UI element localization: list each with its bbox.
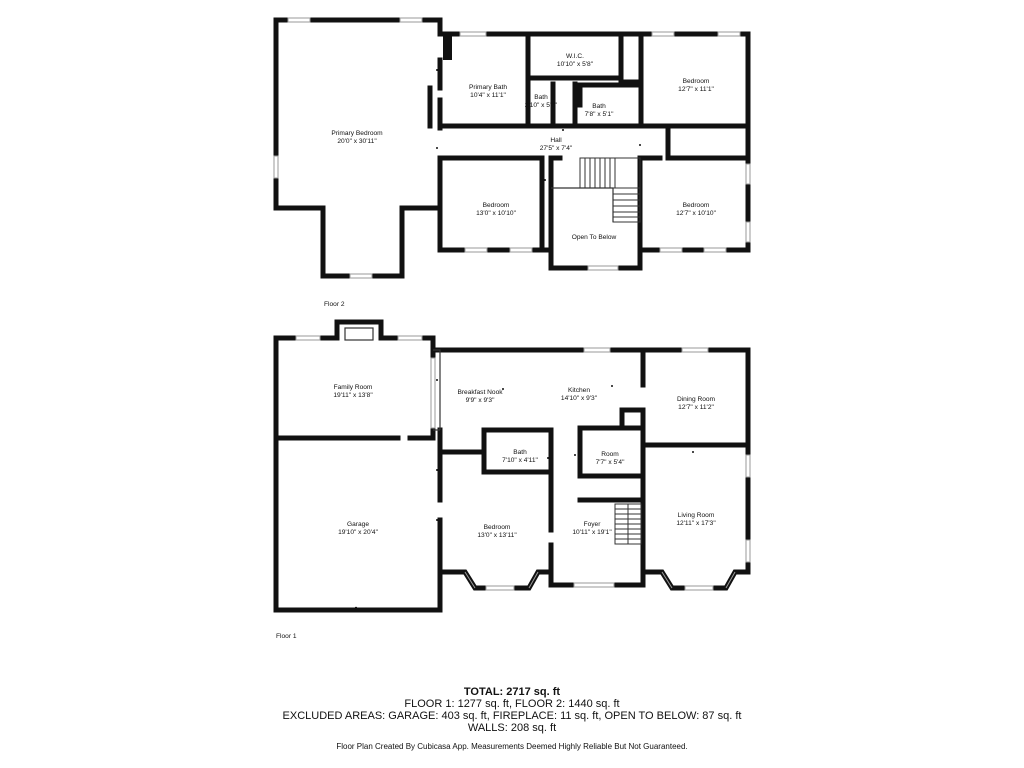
svg-text:Living Room: Living Room [678,512,715,519]
floor-2-door-marks [436,69,641,181]
total-area: TOTAL: 2717 sq. ft [463,686,561,698]
svg-text:12'11" x 17'3": 12'11" x 17'3" [676,520,716,527]
svg-text:13'0" x 10'10": 13'0" x 10'10" [476,210,516,217]
room-label-foyer: Foyer 10'11" x 19'1" [572,521,612,536]
room-label-primary-bedroom: Primary Bedroom 20'0" x 30'11" [331,130,383,145]
excluded-areas: EXCLUDED AREAS: GARAGE: 403 sq. ft, FIRE… [282,710,742,722]
walls-area: WALLS: 208 sq. ft [467,722,557,734]
svg-text:12'7" x 11'2": 12'7" x 11'2" [678,404,714,411]
svg-text:Room: Room [601,451,619,458]
room-label-garage: Garage 19'10" x 20'4" [338,521,378,536]
svg-text:Open To Below: Open To Below [572,234,617,241]
floor-1-plan [273,319,751,613]
room-label-breakfast-nook: Breakfast Nook 9'9" x 9'3" [457,389,503,404]
floor-2-label: Floor 2 [324,301,345,308]
svg-text:Bath: Bath [534,94,548,101]
svg-text:Bedroom: Bedroom [484,524,511,531]
svg-text:W.I.C.: W.I.C. [566,53,584,60]
svg-text:27'5" x 7'4": 27'5" x 7'4" [540,145,573,152]
room-label-bedroom-lower: Bedroom 13'0" x 13'11" [477,524,517,539]
room-label-bedroom-center: Bedroom 13'0" x 10'10" [476,202,516,217]
svg-text:Hall: Hall [550,137,562,144]
svg-text:Primary Bath: Primary Bath [469,84,507,91]
svg-text:Foyer: Foyer [584,521,602,528]
floor-1-windows [295,335,751,591]
svg-text:Bath: Bath [513,449,527,456]
room-label-primary-bath: Primary Bath 10'4" x 11'1" [469,84,507,99]
svg-text:Dining Room: Dining Room [677,396,716,403]
svg-text:Primary Bedroom: Primary Bedroom [331,130,383,137]
svg-text:Family Room: Family Room [334,384,373,391]
room-label-room: Room 7'7" x 5'4" [596,451,625,466]
svg-text:2'10" x 5'4": 2'10" x 5'4" [525,102,558,109]
room-label-dining-room: Dining Room 12'7" x 11'2" [677,396,716,411]
chimney-block [443,34,452,60]
room-label-wic: W.I.C. 10'10" x 5'8" [557,53,594,68]
floor-areas: FLOOR 1: 1277 sq. ft, FLOOR 2: 1440 sq. … [404,698,620,710]
floor-1-door-marks [354,379,694,610]
area-summary: TOTAL: 2717 sq. ft FLOOR 1: 1277 sq. ft,… [0,686,1024,734]
room-label-bedroom-ne: Bedroom 12'7" x 11'1" [678,78,714,93]
svg-text:Breakfast Nook: Breakfast Nook [457,389,503,396]
svg-text:7'8" x 5'1": 7'8" x 5'1" [585,111,614,118]
room-label-bath-lower: Bath 7'10" x 4'11" [502,449,538,464]
svg-text:7'7" x 5'4": 7'7" x 5'4" [596,459,625,466]
floor-2-exterior-wall [273,17,751,279]
svg-text:Kitchen: Kitchen [568,387,590,394]
svg-text:13'0" x 13'11": 13'0" x 13'11" [477,532,517,539]
floor-1-stairs [614,503,642,545]
room-label-bedroom-se: Bedroom 12'7" x 10'10" [676,202,716,217]
breakfast-partition [433,349,441,431]
svg-text:19'10" x 20'4": 19'10" x 20'4" [338,529,378,536]
svg-text:14'10" x 9'3": 14'10" x 9'3" [561,395,598,402]
svg-text:Bedroom: Bedroom [483,202,510,209]
floor-1-label: Floor 1 [276,633,297,640]
svg-text:19'11" x 13'8": 19'11" x 13'8" [333,392,373,399]
room-label-kitchen: Kitchen 14'10" x 9'3" [561,387,598,402]
room-label-living-room: Living Room 12'11" x 17'3" [676,512,716,527]
svg-text:10'11" x 19'1": 10'11" x 19'1" [572,529,612,536]
svg-text:Bath: Bath [592,103,606,110]
room-label-bath-small: Bath 2'10" x 5'4" [525,94,558,109]
svg-text:7'10" x 4'11": 7'10" x 4'11" [502,457,538,464]
floor-2-windows [273,17,751,279]
svg-text:10'4" x 11'1": 10'4" x 11'1" [470,92,506,99]
svg-text:12'7" x 10'10": 12'7" x 10'10" [676,210,716,217]
svg-text:20'0" x 30'11": 20'0" x 30'11" [337,138,377,145]
room-label-hall: Hall 27'5" x 7'4" [540,137,573,152]
room-label-bath-upper: Bath 7'8" x 5'1" [585,103,614,118]
svg-text:Garage: Garage [347,521,369,528]
room-label-open-to-below: Open To Below [572,234,617,241]
footnote: Floor Plan Created By Cubicasa App. Meas… [336,742,688,751]
floor-1-exterior-wall [273,319,751,613]
svg-text:Bedroom: Bedroom [683,78,710,85]
svg-text:10'10" x 5'8": 10'10" x 5'8" [557,61,594,68]
floor-2-plan [273,17,751,279]
floor-2-stairs [551,157,641,223]
svg-text:Bedroom: Bedroom [683,202,710,209]
room-label-family-room: Family Room 19'11" x 13'8" [333,384,373,399]
svg-text:9'9" x 9'3": 9'9" x 9'3" [466,397,495,404]
svg-text:12'7" x 11'1": 12'7" x 11'1" [678,86,714,93]
fireplace [344,327,374,341]
